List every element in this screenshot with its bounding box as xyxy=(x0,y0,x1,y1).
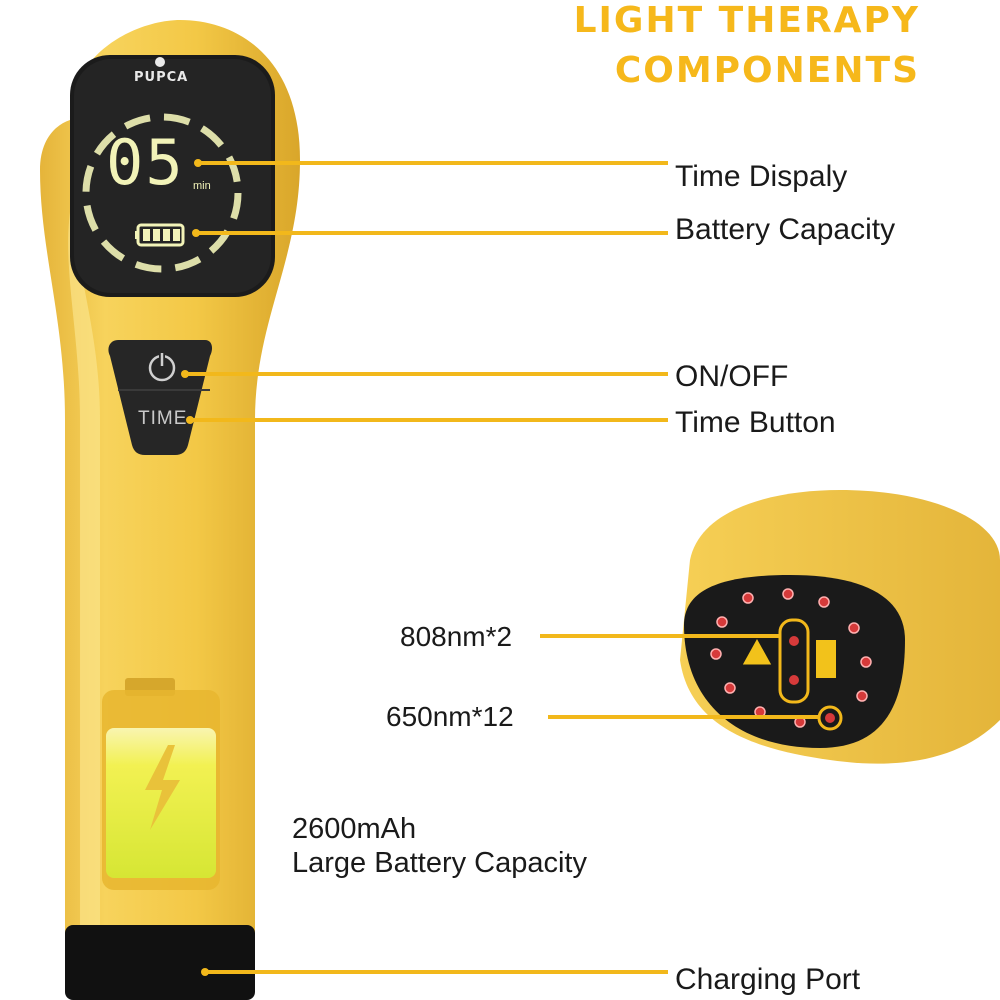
label-battery-capacity: Battery Capacity xyxy=(675,213,896,246)
brand-logo-icon xyxy=(155,57,165,67)
battery-description: 2600mAh Large Battery Capacity xyxy=(292,812,587,880)
display-digits: 05 xyxy=(106,126,185,199)
page-title: LIGHT THERAPY COMPONENTS xyxy=(574,0,920,96)
label-time-button: Time Button xyxy=(675,406,836,439)
label-time-display: Time Dispaly xyxy=(675,160,848,193)
display-unit: min xyxy=(193,180,211,192)
warning-label xyxy=(816,640,836,678)
title-line-2: COMPONENTS xyxy=(614,50,920,91)
label-650nm: 650nm*12 xyxy=(386,701,514,732)
label-charging-port: Charging Port xyxy=(675,963,861,996)
laser-808-housing xyxy=(778,618,810,704)
brand-logo-text: PUPCA xyxy=(134,70,189,85)
charging-cap xyxy=(65,925,255,1000)
button-panel xyxy=(108,340,213,455)
title-line-1: LIGHT THERAPY xyxy=(573,0,920,41)
emitter-face xyxy=(684,575,905,748)
label-on-off: ON/OFF xyxy=(675,360,789,393)
time-button[interactable]: TIME xyxy=(138,408,188,429)
laser-warning-icon xyxy=(741,636,773,666)
lightning-bolt-icon xyxy=(145,745,180,830)
battery-capacity-label: Large Battery Capacity xyxy=(292,847,587,879)
battery-capacity-value: 2600mAh xyxy=(292,813,417,845)
label-808nm: 808nm*2 xyxy=(400,621,513,652)
body-highlight xyxy=(68,200,100,930)
display-ring xyxy=(82,113,242,273)
led-array xyxy=(710,588,872,728)
